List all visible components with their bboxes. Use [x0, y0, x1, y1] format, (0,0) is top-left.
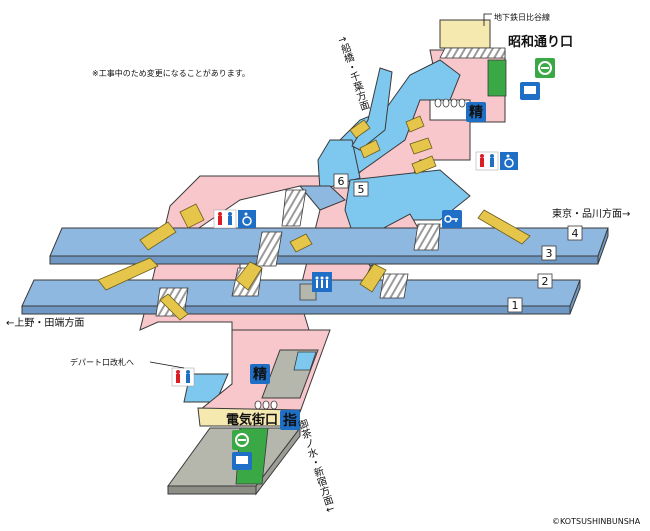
svg-text:精: 精	[253, 366, 267, 383]
showa-dori-exit-label: 昭和通り口	[508, 34, 573, 50]
wheelchair-icon	[238, 210, 256, 228]
wheelchair-icon	[500, 152, 518, 170]
copyright: ©KOTSUSHINBUNSHA	[552, 517, 641, 526]
svg-text:4: 4	[572, 227, 579, 240]
ticket-machine-icon	[520, 82, 540, 100]
subway-hibiya-label: 地下鉄日比谷線	[494, 12, 550, 22]
denki-gai-exit-label: 電気街口	[226, 412, 278, 428]
platform-number-1: 1	[507, 297, 523, 313]
platform-number-4: 4	[567, 225, 583, 241]
direction-ochanomizu-shinjuku: 御茶ノ水・新宿方面↓	[294, 417, 336, 515]
platform-number-2: 2	[537, 273, 553, 289]
direction-funabashi-chiba: ↑船橋・千葉方面	[335, 34, 371, 113]
svg-text:6: 6	[338, 175, 345, 188]
department-store-label: デパート口改札へ	[70, 357, 134, 367]
toilet-icon	[475, 151, 499, 171]
svg-text:5: 5	[358, 183, 365, 196]
toilet-icon	[171, 367, 195, 387]
svg-text:1: 1	[512, 299, 519, 312]
svg-text:精: 精	[469, 104, 483, 121]
direction-ueno-tabata: ←上野・田端方面	[6, 316, 84, 329]
toilet-icon	[213, 209, 237, 229]
ticket-machine-icon	[232, 452, 252, 470]
escalators	[97, 115, 531, 321]
fare-adjust-sign: 精	[250, 364, 270, 384]
green-window-icon	[232, 430, 252, 450]
svg-text:指: 指	[283, 412, 297, 429]
fare-adjust-sign: 精	[466, 102, 486, 122]
stairs	[281, 189, 307, 227]
locker-icon	[442, 210, 462, 228]
svg-text:2: 2	[542, 275, 549, 288]
platform-number-5: 5	[353, 181, 369, 197]
construction-notice: ※工事中のため変更になることがあります。	[92, 68, 250, 78]
ticket-gates	[254, 98, 466, 410]
platform-number-6: 6	[333, 173, 349, 189]
svg-text:3: 3	[546, 247, 553, 260]
direction-tokyo-shinagawa: 東京・品川方面→	[552, 207, 630, 220]
elevator-icon	[312, 272, 332, 292]
platform-number-3: 3	[541, 245, 557, 261]
reserved-seat-sign: 指	[280, 410, 300, 430]
green-window-icon	[535, 58, 555, 78]
